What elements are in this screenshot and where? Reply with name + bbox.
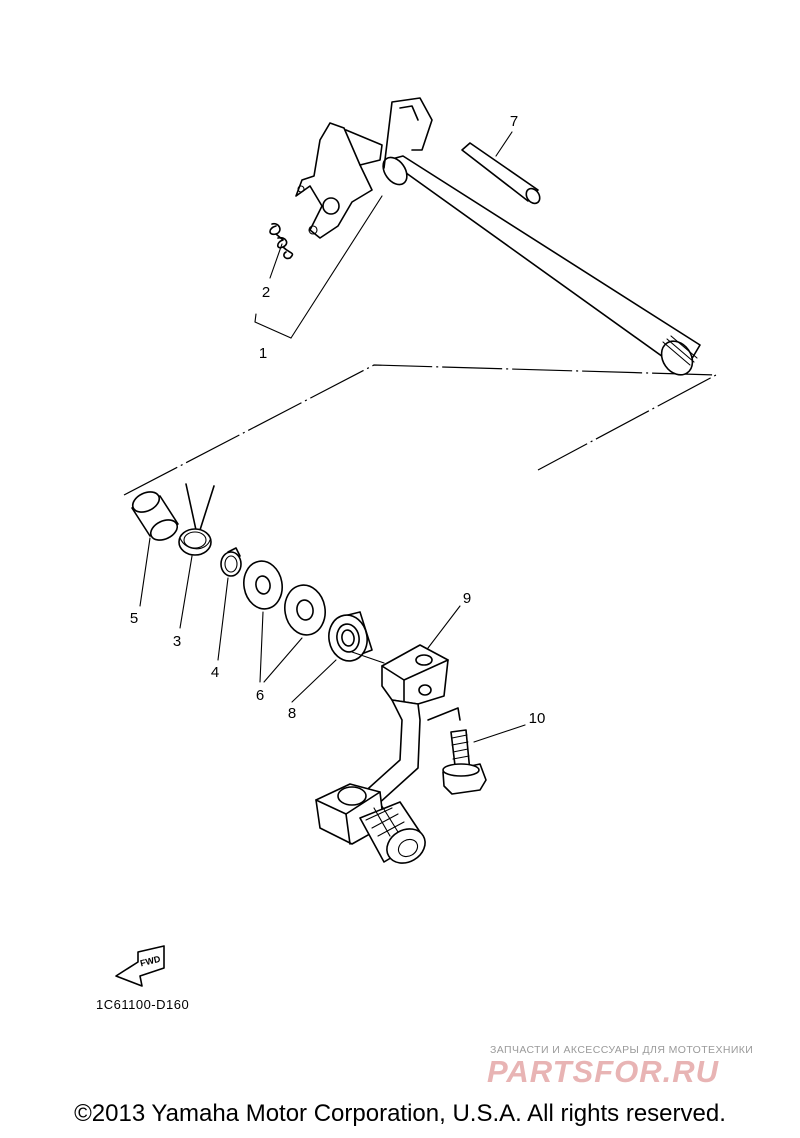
shaft-pin: [461, 142, 541, 205]
fwd-label: FWD: [139, 954, 162, 969]
torsion-spring: [178, 483, 215, 556]
circlip: [220, 547, 242, 577]
collar: [131, 491, 179, 541]
callout-2: 2: [262, 284, 270, 301]
copyright-notice: ©2013 Yamaha Motor Corporation, U.S.A. A…: [74, 1100, 726, 1127]
callout-1: 1: [259, 345, 267, 362]
fwd-arrow-icon: FWD: [115, 945, 165, 987]
callout-8: 8: [288, 705, 296, 722]
bearing: [328, 611, 385, 664]
callout-9: 9: [463, 590, 471, 607]
callout-4: 4: [211, 664, 219, 681]
callout-3: 3: [173, 633, 181, 650]
callout-10: 10: [529, 710, 546, 727]
leader-lines: [139, 131, 526, 743]
lever-spring: [269, 222, 294, 260]
shift-pedal: [315, 644, 461, 864]
drawing-code: 1C61100-D160: [96, 997, 190, 1012]
assembly-boundary: [123, 364, 719, 496]
washer-2: [284, 584, 326, 636]
watermark-logo: PARTSFOR.RU: [487, 1054, 720, 1089]
callout-6: 6: [256, 687, 264, 704]
callout-7: 7: [510, 113, 518, 130]
washer-1: [243, 560, 283, 610]
pedal-bolt: [442, 729, 487, 795]
shift-shaft: [295, 97, 701, 376]
watermark-tagline: ЗАПЧАСТИ И АКСЕССУАРЫ ДЛЯ МОТОТЕХНИКИ: [490, 1044, 754, 1056]
callout-5: 5: [130, 610, 138, 627]
